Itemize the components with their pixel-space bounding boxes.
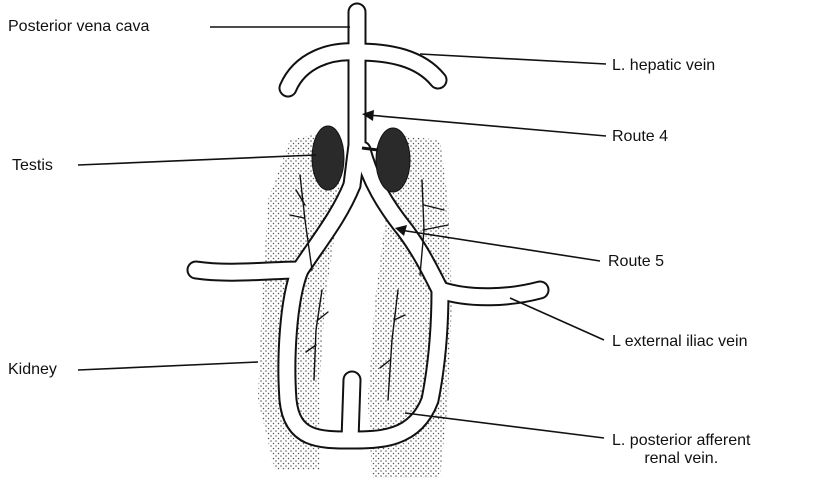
label-l-posterior-afferent-renal-vein-line2: renal vein.	[612, 450, 750, 468]
label-l-posterior-afferent-renal-vein: L. posterior afferent renal vein.	[612, 432, 750, 468]
leader-testis	[78, 155, 316, 165]
label-l-posterior-afferent-renal-vein-line1: L. posterior afferent	[612, 432, 750, 450]
leader-kidney	[78, 362, 258, 370]
label-posterior-vena-cava: Posterior vena cava	[8, 18, 149, 36]
label-testis: Testis	[12, 157, 53, 175]
label-route-4: Route 4	[612, 128, 668, 146]
leader-l-external-iliac-vein	[510, 298, 604, 340]
leader-lines	[78, 27, 606, 438]
leader-route-4	[368, 115, 606, 136]
label-l-hepatic-vein: L. hepatic vein	[612, 57, 715, 75]
right-testis	[376, 128, 410, 192]
label-l-external-iliac-vein: L external iliac vein	[612, 333, 747, 351]
left-testis	[312, 126, 344, 190]
label-kidney: Kidney	[8, 361, 57, 379]
vein-outlines	[196, 12, 540, 440]
label-route-5: Route 5	[608, 253, 664, 271]
vein-lumens	[196, 12, 540, 440]
leader-l-hepatic-vein	[420, 54, 606, 64]
